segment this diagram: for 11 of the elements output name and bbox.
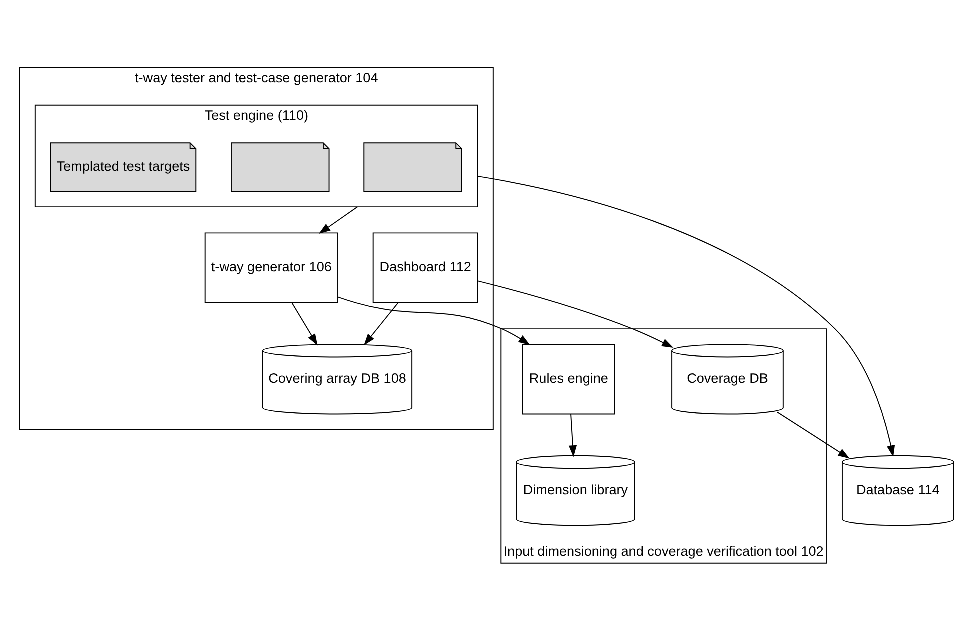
arrow <box>364 302 399 346</box>
node-box: Rules engine <box>522 344 616 415</box>
node-box: t-way generator 106 <box>204 232 338 304</box>
arrow <box>568 414 578 458</box>
arrow <box>292 302 318 346</box>
arrow <box>777 412 850 459</box>
arrow <box>319 206 358 234</box>
arrow <box>478 280 674 348</box>
arrow <box>338 296 530 346</box>
arrow <box>477 176 896 458</box>
node-box: Dashboard 112 <box>372 232 478 304</box>
